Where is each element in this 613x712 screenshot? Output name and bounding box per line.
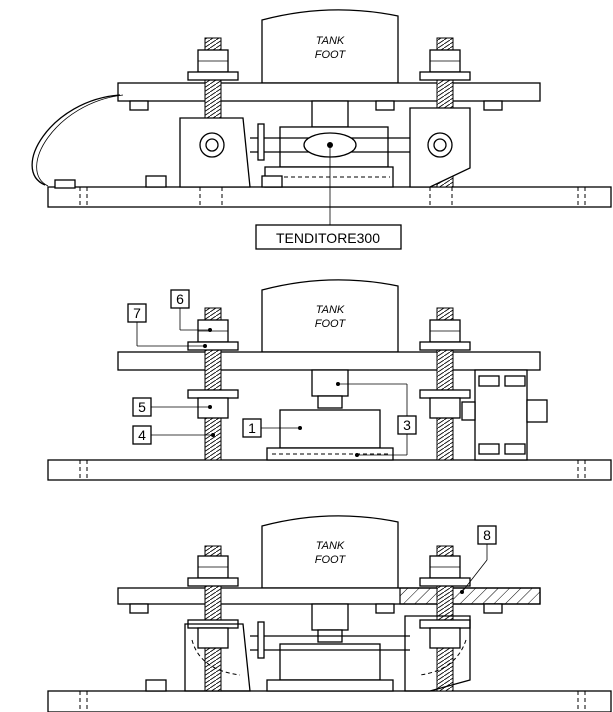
callout-1-text: 1 bbox=[248, 420, 256, 436]
view-1-tenditore: TANK FOOT bbox=[31, 9, 612, 250]
callout-5-text: 5 bbox=[138, 399, 146, 415]
tank-foot bbox=[261, 9, 399, 84]
callout-3-text: 3 bbox=[403, 417, 411, 433]
base-plate-2 bbox=[47, 459, 612, 481]
tank-foot-label-line2: FOOT bbox=[315, 49, 347, 61]
callout-7-text: 7 bbox=[133, 305, 141, 321]
load-button bbox=[311, 100, 349, 128]
ground-cable bbox=[31, 94, 121, 186]
tank-foot-3-label-line1: TANK bbox=[316, 540, 345, 552]
tank-foot-2 bbox=[261, 279, 399, 353]
callout-4-text: 4 bbox=[138, 427, 146, 443]
tank-foot-3-label-line2: FOOT bbox=[315, 554, 347, 566]
top-plate-2 bbox=[117, 351, 541, 371]
load-cell-2 bbox=[279, 409, 381, 449]
top-plate bbox=[117, 82, 541, 102]
tank-foot-2-label-line1: TANK bbox=[316, 304, 345, 316]
callout-6-text: 6 bbox=[176, 291, 184, 307]
tank-foot-3 bbox=[261, 515, 399, 589]
view-3-assembled: TANK FOOT 8 bbox=[47, 515, 612, 712]
tenditore-label: TENDITORE300 bbox=[276, 230, 380, 246]
base-plate bbox=[47, 186, 612, 208]
base-plate-3 bbox=[47, 690, 612, 712]
callout-8-text: 8 bbox=[483, 527, 491, 543]
tank-foot-2-label-line2: FOOT bbox=[315, 318, 347, 330]
tank-foot-label-line1: TANK bbox=[316, 35, 345, 47]
view-2-components: TANK FOOT 6 7 bbox=[47, 279, 612, 481]
weld-plate bbox=[399, 587, 541, 605]
tenditore-label-box bbox=[255, 224, 402, 250]
